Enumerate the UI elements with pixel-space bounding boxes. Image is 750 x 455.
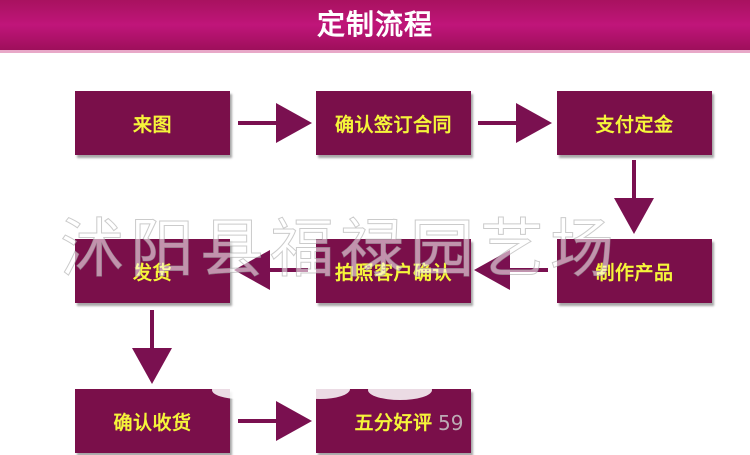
step-label: 五分好评	[354, 411, 433, 434]
step-label: 制作产品	[595, 261, 674, 284]
step-label: 确认签订合同	[334, 113, 452, 136]
step-box-make-product: 制作产品	[557, 239, 712, 303]
step-box-five-star-review: 五分好评	[316, 389, 471, 453]
step-label: 发货	[132, 261, 172, 284]
page-title: 定制流程	[316, 8, 433, 41]
step-box-ship: 发货	[75, 239, 230, 303]
step-box-sign-contract: 确认签订合同	[316, 91, 471, 155]
step-box-receive-image: 来图	[75, 91, 230, 155]
step-box-photo-confirm: 拍照客户确认	[316, 239, 471, 303]
step-label: 确认收货	[113, 411, 192, 434]
step-box-confirm-receipt: 确认收货	[75, 389, 230, 453]
step-label: 支付定金	[595, 113, 674, 136]
step-label: 拍照客户确认	[334, 261, 452, 284]
step-box-pay-deposit: 支付定金	[557, 91, 712, 155]
step-label: 来图	[132, 113, 172, 136]
header-banner	[0, 0, 750, 53]
